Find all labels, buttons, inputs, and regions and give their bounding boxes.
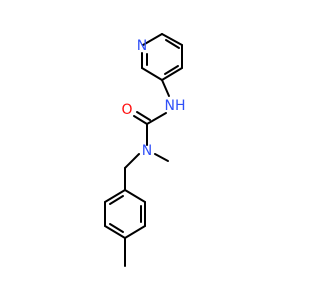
atom-label-oxygen: O <box>121 102 132 118</box>
bond <box>161 67 183 81</box>
bond <box>142 33 163 46</box>
benzene-ring <box>104 167 146 267</box>
bond <box>109 195 124 205</box>
structure-canvas: N NH O N <box>104 33 186 267</box>
bond <box>146 112 167 125</box>
bond <box>136 111 151 121</box>
bond <box>161 79 170 97</box>
atom-label-nh: NH <box>165 98 186 114</box>
bond <box>104 189 126 203</box>
bond <box>141 67 163 81</box>
bond <box>109 223 124 233</box>
pyridine-ring <box>141 33 183 81</box>
bond <box>165 39 180 49</box>
bond <box>154 153 169 162</box>
atom-labels: N NH O N <box>121 38 185 159</box>
bond <box>104 225 126 239</box>
bond <box>124 189 146 203</box>
molecule-drawing: N NH O N <box>104 33 186 267</box>
bond <box>124 225 146 239</box>
atom-label-pyridine-n: N <box>137 38 147 54</box>
bond <box>161 33 183 46</box>
atom-label-methyl-n: N <box>142 143 152 159</box>
bond <box>124 153 140 169</box>
bond <box>164 65 179 75</box>
bond <box>133 115 148 125</box>
urea-chain <box>124 79 170 169</box>
